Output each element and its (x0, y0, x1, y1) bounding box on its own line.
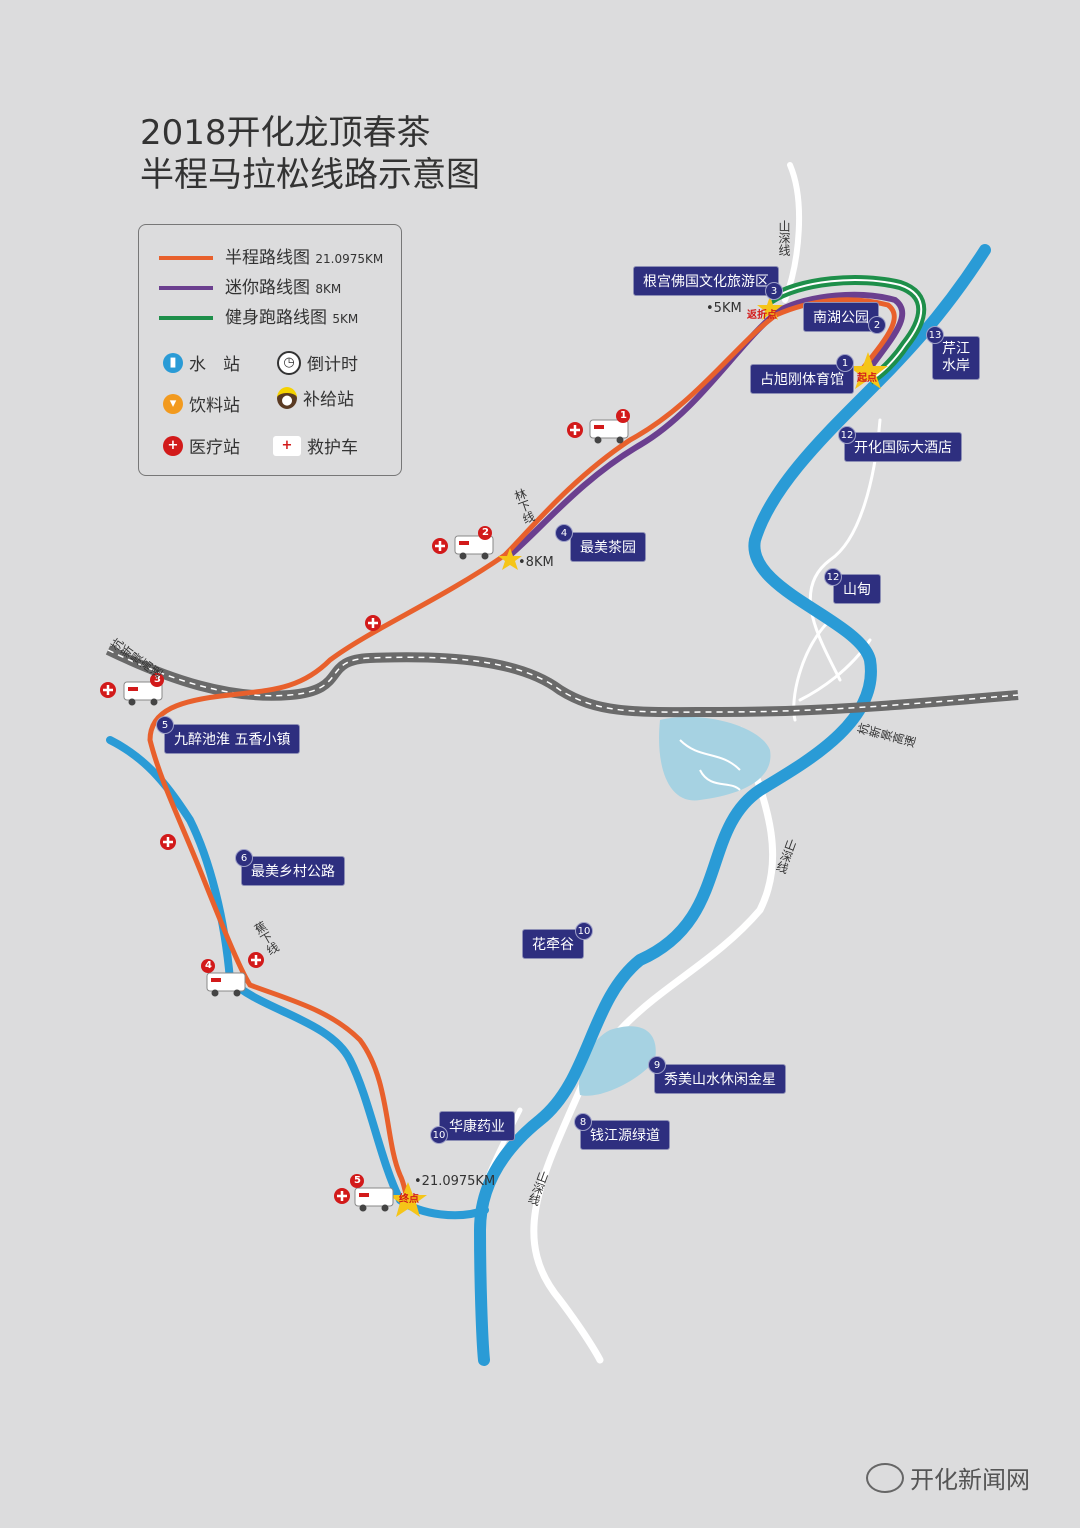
poi-8-num: 8 (574, 1113, 592, 1131)
finish-label: 终点 (399, 1194, 419, 1205)
poi-12b-num: 12 (824, 568, 842, 586)
lake-paths (679, 739, 741, 791)
poi-10a: 花牵谷 (522, 929, 584, 959)
title-line-1: 2018开化龙顶春茶 (140, 113, 431, 153)
legend-water-label: 水 站 (189, 355, 240, 375)
legend-fit: 健身跑路线图 5KM (159, 303, 358, 328)
legend-medical-label: 医疗站 (189, 438, 240, 458)
legend-ambulance-label: 救护车 (307, 438, 358, 458)
poi-13: 芹江 水岸 (932, 336, 980, 380)
poi-6: 最美乡村公路 (241, 856, 345, 886)
medical-cross-marks (103, 425, 580, 1201)
watermark-text: 开化新闻网 (910, 1466, 1030, 1494)
legend-mini: 迷你路线图 8KM (159, 273, 341, 298)
poi-4: 最美茶园 (570, 532, 646, 562)
ambulance-3 (123, 681, 163, 706)
legend: 半程路线图 21.0975KM 迷你路线图 8KM 健身跑路线图 5KM ▮ 水 … (138, 224, 402, 476)
title-line-2: 半程马拉松线路示意图 (140, 155, 480, 195)
legend-water: ▮ 水 站 (163, 350, 240, 375)
legend-half: 半程路线图 21.0975KM (159, 243, 383, 268)
legend-half-unit: 21.0975KM (315, 252, 384, 266)
legend-ambulance: + 救护车 (273, 433, 358, 458)
km8-label: •8KM (518, 555, 554, 570)
watermark: 开化新闻网 (866, 1460, 1030, 1495)
legend-countdown-label: 倒计时 (307, 355, 358, 375)
wechat-icon (866, 1462, 904, 1493)
turn-star-icon (757, 296, 783, 320)
poi-12a-num: 12 (838, 426, 856, 444)
ambulance-number-badges (150, 409, 630, 1188)
ambulance-icon: + (273, 435, 301, 456)
poi-12a: 开化国际大酒店 (844, 432, 962, 462)
km21-label: •21.0975KM (414, 1174, 496, 1189)
poi-4-num: 4 (555, 524, 573, 542)
poi-10a-num: 10 (575, 922, 593, 940)
poi-3-num: 3 (765, 282, 783, 300)
poi-6-num: 6 (235, 849, 253, 867)
ambulance-2 (454, 535, 494, 560)
legend-countdown: ◷ 倒计时 (277, 350, 358, 375)
ambulance-num-4: 4 (205, 960, 212, 971)
ambulance-4 (206, 972, 246, 997)
supply-station-icon: ● (277, 386, 297, 409)
turn-label: 返折点 (747, 310, 777, 321)
half-line-swatch (159, 256, 213, 260)
legend-drink: ▾ 饮料站 (163, 391, 240, 416)
lake-2 (579, 1026, 656, 1096)
fit-line-swatch (159, 316, 213, 320)
half-route (147, 297, 897, 1200)
poi-5: 九醉池淮 五香小镇 (164, 724, 301, 754)
legend-supply-label: 补给站 (303, 390, 354, 410)
medical-station-icon: + (163, 435, 183, 456)
ambulance-5 (354, 1187, 394, 1212)
legend-medical: + 医疗站 (163, 433, 240, 458)
km5-label: •5KM (706, 301, 742, 316)
legend-supply: ● 补给站 (277, 385, 354, 410)
start-star-icon (848, 352, 888, 389)
medical-icons (100, 422, 583, 1204)
km8-star-icon (498, 548, 522, 570)
poi-2-num: 2 (868, 316, 886, 334)
legend-mini-label: 迷你路线图 (225, 278, 310, 298)
highway (105, 645, 1019, 718)
legend-half-label: 半程路线图 (225, 248, 310, 268)
poi-10b-num: 10 (430, 1126, 448, 1144)
poi-1: 占旭刚体育馆 (750, 364, 854, 394)
poi-9: 秀美山水休闲金星 (654, 1064, 786, 1094)
countdown-icon: ◷ (277, 350, 301, 375)
poi-10b: 华康药业 (439, 1111, 515, 1141)
fitness-route-stripe (769, 279, 923, 381)
legend-mini-unit: 8KM (315, 282, 342, 296)
ambulance-num-5: 5 (354, 1175, 361, 1186)
water-station-icon: ▮ (163, 352, 183, 373)
poi-3: 根宫佛国文化旅游区 (633, 266, 779, 296)
poi-9-num: 9 (648, 1056, 666, 1074)
legend-fit-unit: 5KM (332, 312, 359, 326)
poi-13-num: 13 (926, 326, 944, 344)
start-label: 起点 (857, 373, 877, 384)
ambulance-1 (589, 419, 629, 444)
ambulance-num-1: 1 (620, 410, 627, 421)
map-title: 2018开化龙顶春茶 半程马拉松线路示意图 (140, 112, 480, 196)
ambulance-num-3: 3 (154, 674, 161, 685)
finish-star-icon (389, 1182, 427, 1217)
poi-8: 钱江源绿道 (580, 1120, 670, 1150)
road-shanshen-north: 山深线 (777, 220, 791, 256)
drink-station-icon: ▾ (163, 393, 183, 414)
ambulance-num-2: 2 (482, 527, 489, 538)
legend-drink-label: 饮料站 (189, 396, 240, 416)
legend-fit-label: 健身跑路线图 (225, 308, 327, 328)
poi-1-num: 1 (836, 354, 854, 372)
poi-5-num: 5 (156, 716, 174, 734)
mini-line-swatch (159, 286, 213, 290)
ambulance-icons (123, 419, 629, 1212)
lake-1 (659, 716, 771, 801)
